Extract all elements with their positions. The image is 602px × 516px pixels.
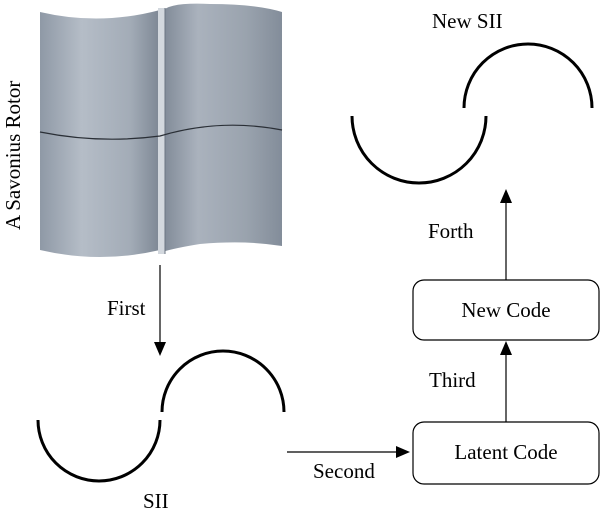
step-third-label: Third	[429, 368, 476, 392]
latent-code-label: Latent Code	[454, 440, 557, 464]
rotor-label: A Savonius Rotor	[1, 81, 25, 230]
step-fourth-label: Forth	[428, 219, 474, 243]
new-sii-curve	[350, 42, 594, 185]
sii-curve	[36, 349, 286, 483]
savonius-rotor-image	[39, 3, 283, 257]
sii-label: SII	[143, 489, 169, 513]
arrow-fourth	[500, 189, 512, 280]
new-sii-label: New SII	[432, 9, 503, 33]
step-second-label: Second	[313, 459, 375, 483]
arrow-second	[287, 446, 410, 458]
step-first-label: First	[107, 296, 146, 320]
arrow-first	[154, 265, 166, 356]
arrow-third	[500, 341, 512, 422]
new-code-label: New Code	[461, 298, 550, 322]
